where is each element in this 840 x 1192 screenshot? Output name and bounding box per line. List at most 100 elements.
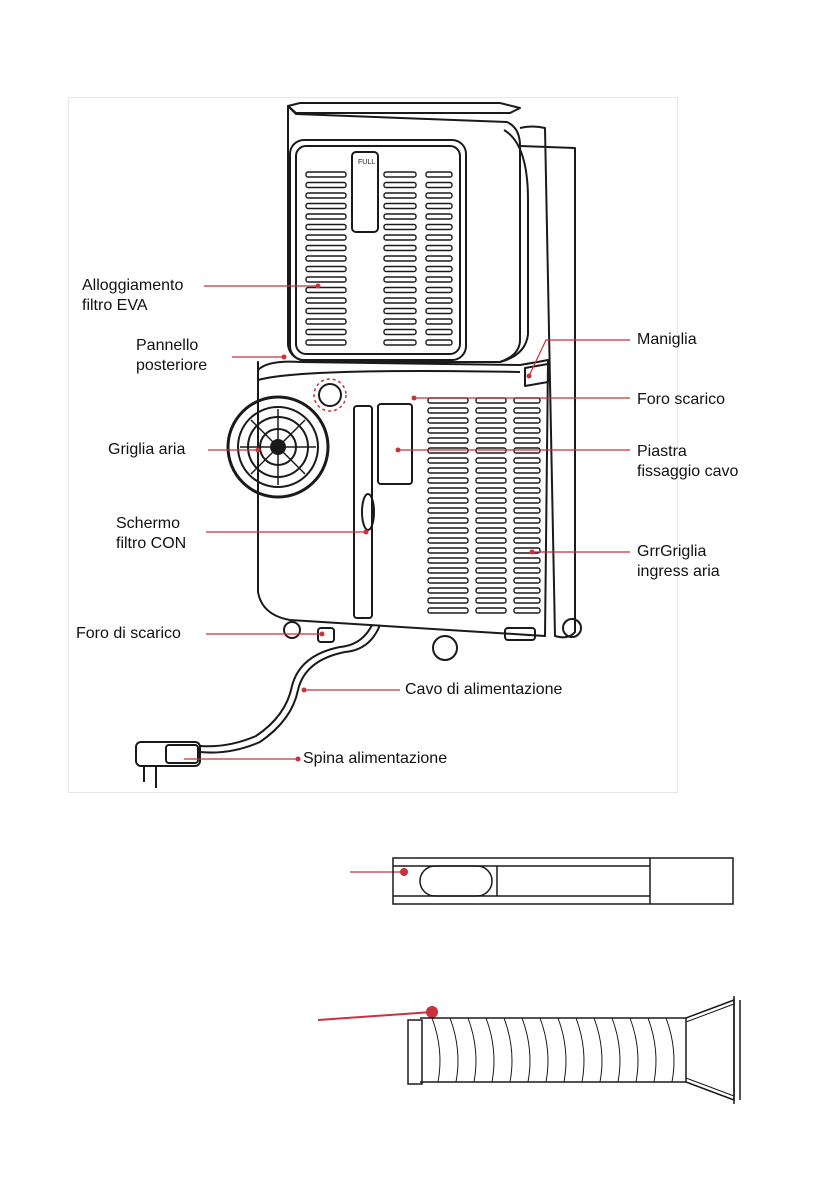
hose-coil	[504, 1018, 512, 1082]
hose-coil	[450, 1018, 458, 1082]
vent-slat	[384, 193, 416, 198]
slider-slot	[420, 866, 492, 896]
vent-slat	[384, 256, 416, 261]
vent-slat	[476, 498, 506, 503]
vent-slat	[426, 256, 452, 261]
vent-slat	[476, 558, 506, 563]
vent-slat	[384, 246, 416, 251]
vent-slat	[428, 558, 468, 563]
hose-coil	[612, 1018, 620, 1082]
vent-slat	[428, 458, 468, 463]
vent-slat	[426, 246, 452, 251]
label-power-plug: Spina alimentazione	[303, 749, 447, 769]
hose-coil	[540, 1018, 548, 1082]
vent-slat	[476, 438, 506, 443]
vent-slat	[476, 428, 506, 433]
cable-fix-plate	[378, 404, 412, 484]
vent-slat	[476, 568, 506, 573]
vent-slat	[428, 538, 468, 543]
leader-bottom-drain-dot	[320, 632, 325, 637]
vent-slat	[476, 608, 506, 613]
vent-slat	[514, 518, 540, 523]
vent-slat	[476, 578, 506, 583]
vent-slat	[384, 298, 416, 303]
label-eva-filter-housing: Alloggiamento filtro EVA	[82, 276, 183, 316]
vent-slat	[428, 548, 468, 553]
hose-coil	[522, 1018, 530, 1082]
vent-slat	[384, 309, 416, 314]
vent-slat	[428, 498, 468, 503]
vent-slat	[428, 568, 468, 573]
vent-slat	[306, 214, 346, 219]
vent-slat	[306, 277, 346, 282]
leader-intake-grille-dot	[530, 550, 535, 555]
label-bottom-drain-hole: Foro di scarico	[76, 624, 181, 644]
leader-lines	[184, 284, 630, 1021]
hose-coil	[468, 1018, 476, 1082]
vent-slat	[426, 277, 452, 282]
vent-slat	[306, 193, 346, 198]
vent-slat	[306, 267, 346, 272]
vent-slat	[476, 488, 506, 493]
vent-slat	[428, 438, 468, 443]
hose-coil	[432, 1018, 440, 1082]
hose-coil	[594, 1018, 602, 1082]
vent-slat	[384, 204, 416, 209]
vent-slat	[476, 408, 506, 413]
hose-coils	[432, 1018, 674, 1082]
vent-slat	[426, 235, 452, 240]
vent-slat	[306, 256, 346, 261]
vent-slat	[514, 598, 540, 603]
leader-power-plug-dot	[296, 757, 301, 762]
vent-slat	[428, 608, 468, 613]
vent-slat	[426, 288, 452, 293]
wheel	[433, 636, 457, 660]
hose-coil	[630, 1018, 638, 1082]
vent-slat	[428, 518, 468, 523]
vent-slat	[426, 330, 452, 335]
vent-slat	[514, 498, 540, 503]
vent-slat	[384, 235, 416, 240]
vent-slat	[476, 528, 506, 533]
label-con-filter-screen: Schermo filtro CON	[116, 514, 186, 554]
vent-slat	[514, 468, 540, 473]
leader-rear-panel-dot	[282, 355, 287, 360]
vent-slat	[514, 408, 540, 413]
vent-slat	[428, 418, 468, 423]
vent-slat	[514, 418, 540, 423]
vent-slat	[306, 309, 346, 314]
window-slider-kit	[393, 858, 733, 904]
vent-slat	[306, 319, 346, 324]
vent-slat	[428, 478, 468, 483]
vent-slat	[514, 438, 540, 443]
vent-slat	[426, 214, 452, 219]
vent-slat	[514, 558, 540, 563]
vent-slat	[384, 277, 416, 282]
vent-slat	[476, 588, 506, 593]
vent-slat	[476, 398, 506, 403]
vent-slat	[426, 298, 452, 303]
leader-slider-dot	[400, 868, 408, 876]
label-handle: Maniglia	[637, 330, 697, 350]
vent-slat	[384, 225, 416, 230]
vent-slat	[426, 309, 452, 314]
vent-slat	[514, 458, 540, 463]
vent-slat	[514, 488, 540, 493]
intake-vent-slats	[428, 398, 540, 613]
vent-slat	[476, 508, 506, 513]
vent-slat	[476, 598, 506, 603]
vent-slat	[514, 398, 540, 403]
leader-drain-hole-dot	[412, 396, 417, 401]
label-air-grille: Griglia aria	[108, 440, 185, 460]
label-air-intake-grille: GrrGriglia ingress aria	[637, 542, 720, 582]
leader-power-cable-dot	[302, 688, 307, 693]
leader-hose	[318, 1012, 432, 1020]
hose-coil	[666, 1018, 674, 1082]
vent-slat	[384, 319, 416, 324]
vent-slat	[306, 340, 346, 345]
vent-slat	[428, 398, 468, 403]
full-indicator-text: FULL	[358, 159, 375, 166]
top-cover	[288, 103, 520, 113]
